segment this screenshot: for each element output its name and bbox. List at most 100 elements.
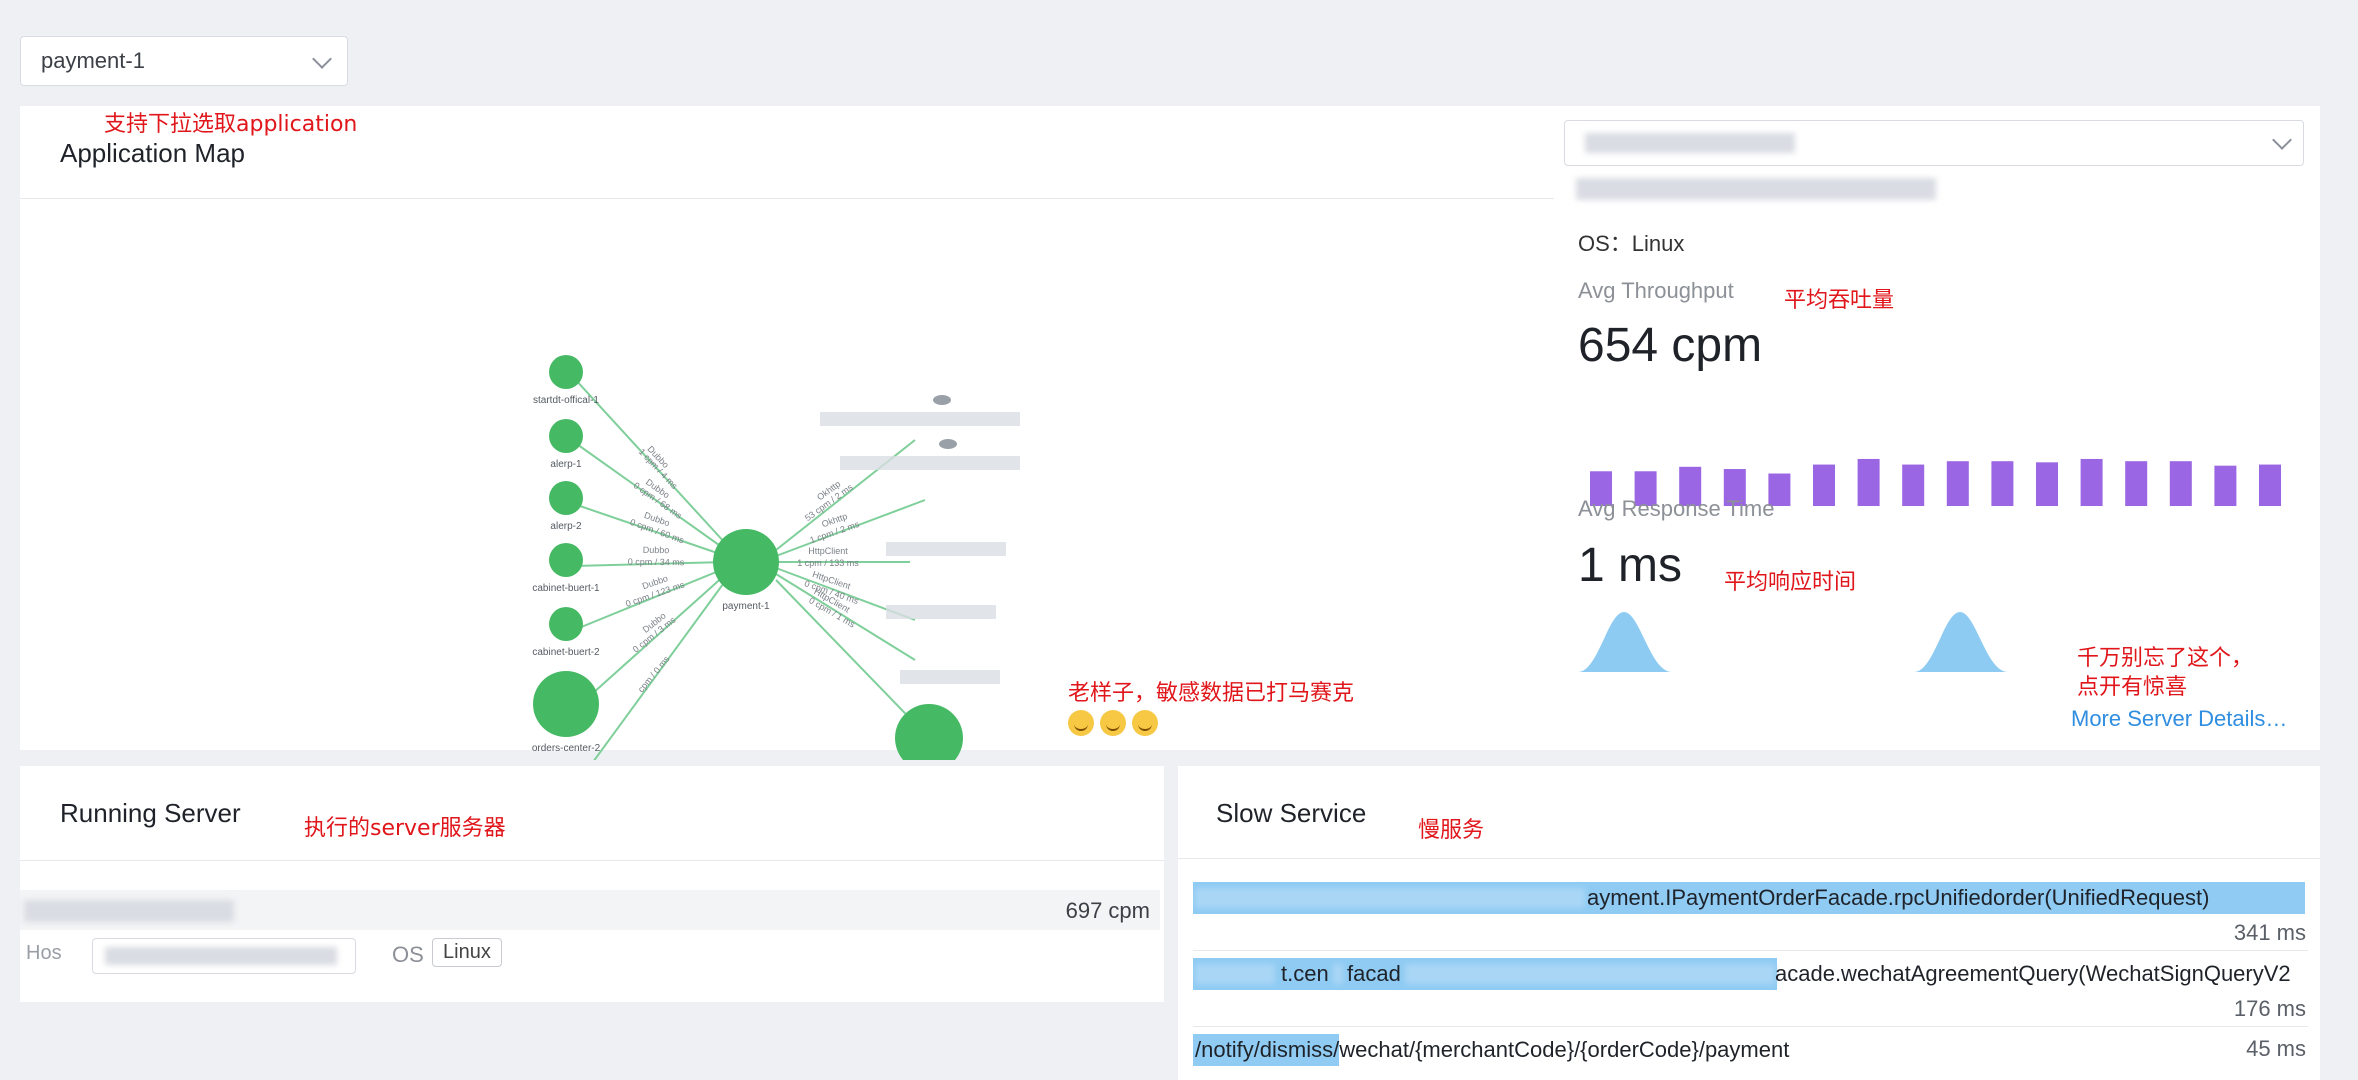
host-field: [92, 938, 356, 974]
map-edge: [775, 499, 926, 557]
map-node-label: startdt-offical-1: [533, 395, 599, 406]
smile-emoji-icon: [1068, 710, 1094, 736]
note-response: 平均响应时间: [1724, 570, 1857, 595]
throughput-bar: [1813, 464, 1835, 506]
masked-map-node: [886, 605, 996, 619]
masked-host-value: [105, 947, 337, 965]
note-masked-line1: 老样子，敏感数据已打马赛克: [1068, 681, 1355, 706]
avg-response-label: Avg Response Time: [1578, 496, 1775, 521]
map-node-label: payment-1: [722, 601, 770, 612]
database-icon: [939, 439, 957, 449]
masked-service-path: [1195, 964, 1275, 984]
throughput-bar: [2036, 462, 2058, 506]
running-server-panel: Running Server 执行的server服务器 697 cpm Hos …: [20, 766, 1164, 1002]
map-edge: [573, 567, 727, 631]
masked-map-node: [900, 670, 1000, 684]
map-node[interactable]: [549, 355, 583, 389]
slow-service-ms: 176 ms: [2233, 996, 2306, 1021]
map-edge: [775, 579, 930, 739]
map-edge-label: 1 cpm / 133 ms: [797, 558, 859, 568]
slow-service-title: Slow Service: [1216, 798, 1367, 828]
note-throughput: 平均吞吐量: [1784, 288, 1895, 313]
slow-service-name: /notify/dismiss/wechat/{merchantCode}/{o…: [1195, 1037, 1790, 1062]
map-node-label: alerp-1: [550, 459, 582, 470]
throughput-bar: [1991, 461, 2014, 506]
map-node-label: orders-center-2: [532, 743, 601, 754]
map-node-label: cabinet-buert-1: [532, 583, 600, 594]
chevron-down-icon: [2272, 130, 2292, 150]
map-node[interactable]: [549, 607, 583, 641]
more-server-details-link[interactable]: More Server Details…: [2071, 706, 2288, 731]
panel-divider: [1178, 858, 2320, 859]
throughput-bar: [1723, 469, 1746, 506]
slow-service-ms: 45 ms: [2246, 1036, 2306, 1061]
slow-service-panel: Slow Service 慢服务: [1178, 766, 2320, 1080]
avg-throughput-value: 654 cpm: [1578, 319, 1763, 372]
throughput-bar: [1902, 464, 1925, 506]
response-peak-2: [1914, 612, 2008, 672]
note-select-app: 支持下拉选取application: [104, 112, 358, 137]
map-edge: [573, 561, 727, 567]
application-map-title: Application Map: [60, 138, 245, 168]
masked-service-path: [1405, 964, 1775, 984]
note-server-details: 千万别忘了这个， 点开有惊喜: [2077, 644, 2253, 702]
masked-server-host: [24, 900, 234, 922]
database-icon: [933, 395, 951, 405]
slow-service-ms: 341 ms: [2233, 920, 2306, 945]
map-node[interactable]: [895, 704, 963, 760]
map-node-label: cabinet-buert-2: [532, 647, 600, 658]
server-row-cpm: 697 cpm: [1065, 898, 1150, 923]
masked-service-path: [1195, 888, 1585, 908]
throughput-bar: [2214, 465, 2237, 506]
slow-service-row[interactable]: t.cen facad acade.wechatAgreementQuery(W…: [1193, 958, 2358, 990]
throughput-bar: [2125, 461, 2148, 506]
throughput-bar: [1768, 473, 1791, 506]
map-edge-label: HttpClient: [808, 546, 848, 556]
map-edge-label: cpm / 0 ms: [636, 654, 672, 695]
note-slow-service: 慢服务: [1418, 818, 1485, 843]
note-server-details-line1: 千万别忘了这个，: [2077, 646, 2254, 671]
throughput-bar: [1857, 458, 1880, 506]
host-label: Hos: [26, 942, 62, 964]
throughput-bar: [2080, 458, 2103, 506]
throughput-bar: [1590, 471, 1612, 506]
throughput-bar: [2259, 464, 2281, 506]
server-row[interactable]: 697 cpm: [20, 890, 1160, 930]
server-select[interactable]: [1564, 120, 2304, 166]
map-edge: [775, 573, 916, 661]
masked-map-node: [840, 456, 1020, 470]
masked-server-name: [1585, 133, 1795, 153]
note-running-server: 执行的server服务器: [304, 816, 506, 841]
map-node[interactable]: [713, 529, 779, 595]
slow-service-name-fragment: facad: [1347, 961, 1401, 986]
map-node[interactable]: [533, 671, 599, 737]
slow-service-row[interactable]: /notify/dismiss/wechat/{merchantCode}/{o…: [1193, 1034, 2308, 1066]
throughput-bar: [1679, 466, 1702, 506]
masked-service-path: [1333, 964, 1343, 984]
masked-map-node: [820, 412, 1020, 426]
response-peak-1: [1578, 612, 1672, 672]
avg-response-value: 1 ms: [1578, 539, 1683, 592]
running-server-title: Running Server: [60, 798, 241, 828]
panel-divider: [20, 198, 1554, 199]
map-node[interactable]: [549, 481, 583, 515]
slow-service-duration-bar: [1193, 1034, 1339, 1066]
map-edge: [573, 503, 727, 557]
application-select[interactable]: payment-1: [20, 36, 348, 86]
map-node[interactable]: [549, 419, 583, 453]
map-node-label: alerp-2: [550, 521, 582, 532]
map-node[interactable]: [549, 543, 583, 577]
row-divider: [1193, 1026, 2308, 1027]
slow-service-row[interactable]: ayment.IPaymentOrderFacade.rpcUnifiedord…: [1193, 882, 2308, 914]
server-os: OS：Linux: [1578, 231, 1685, 256]
note-masked: 老样子，敏感数据已打马赛克: [1068, 678, 1354, 746]
slow-service-name-fragment: t.cen: [1281, 961, 1329, 986]
masked-map-node: [886, 542, 1006, 556]
os-tag: Linux: [432, 938, 502, 967]
os-label: OS: [392, 942, 424, 967]
avg-throughput-label: Avg Throughput: [1578, 278, 1734, 303]
throughput-bar: [2169, 461, 2192, 506]
server-detail-panel: OS：Linux Avg Throughput 平均吞吐量 654 cpm Av…: [1554, 106, 2320, 750]
application-select-value: payment-1: [41, 48, 145, 73]
